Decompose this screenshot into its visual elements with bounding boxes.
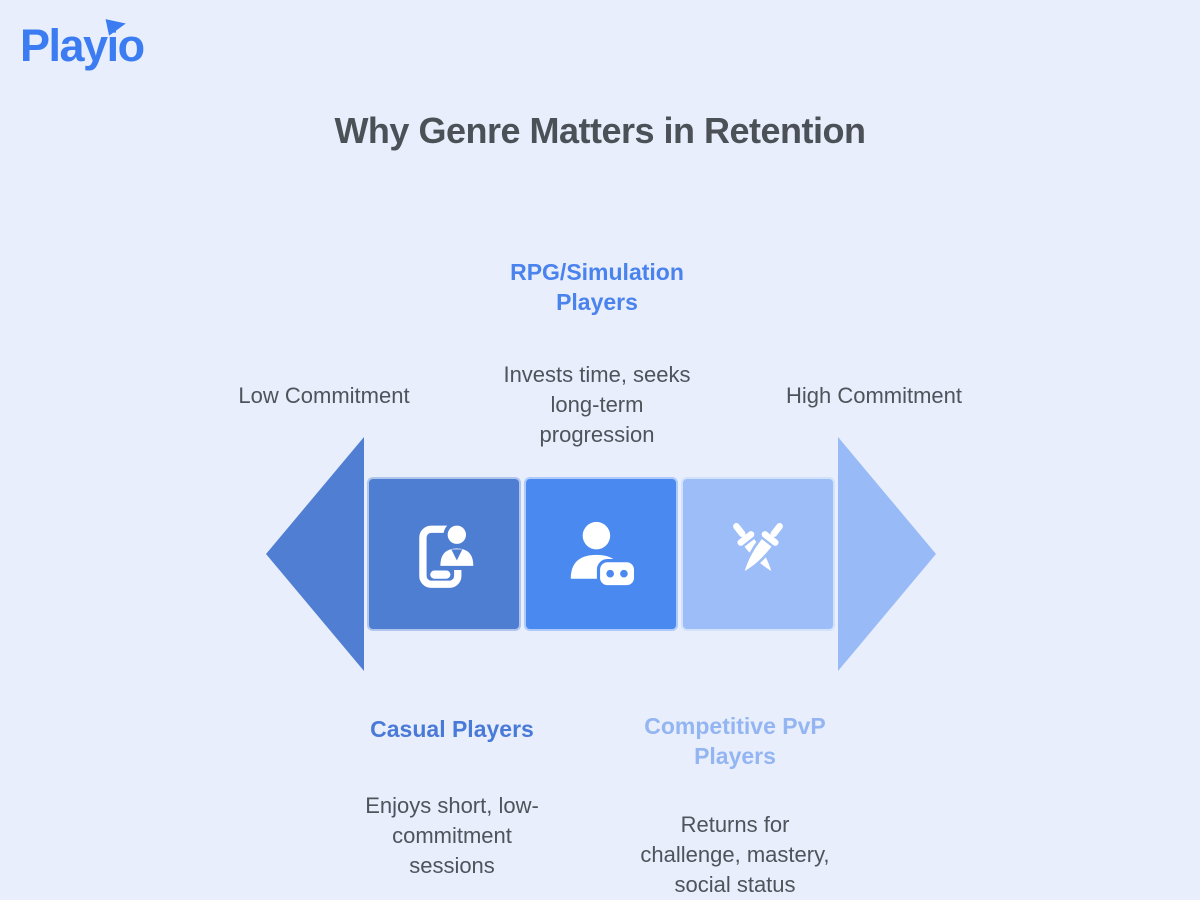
mobile-user-icon: [419, 521, 478, 588]
segment-square-pvp: [681, 477, 835, 631]
callout-competitive-pvp: Competitive PvP Players Returns for chal…: [575, 693, 895, 900]
commitment-spectrum-arrow: [266, 437, 936, 671]
low-commitment-label: Low Commitment: [238, 383, 410, 408]
segment-description-casual: Enjoys short, low- commitment sessions: [365, 793, 539, 878]
segment-square-rpg: [524, 477, 678, 631]
arrow-right-head: [838, 437, 936, 671]
segment-name-pvp: Competitive PvP Players: [644, 713, 826, 769]
segment-name-casual: Casual Players: [370, 716, 534, 742]
playio-logo: Playio: [20, 14, 200, 78]
user-gamepad-icon: [570, 521, 638, 589]
page-title: Why Genre Matters in Retention: [334, 110, 866, 151]
callout-rpg-simulation: RPG/Simulation Players Invests time, see…: [427, 239, 767, 468]
playio-logo-text: Playio: [20, 20, 145, 71]
arrow-left-head: [266, 437, 364, 671]
crossed-daggers-icon: [733, 520, 786, 578]
high-commitment-label: High Commitment: [785, 383, 963, 408]
segment-name-rpg: RPG/Simulation Players: [510, 259, 684, 315]
callout-casual: Casual Players Enjoys short, low- commit…: [292, 696, 612, 899]
segment-description-rpg: Invests time, seeks long-term progressio…: [503, 362, 691, 447]
segment-square-casual: [367, 477, 521, 631]
segment-description-pvp: Returns for challenge, mastery, social s…: [640, 812, 830, 897]
